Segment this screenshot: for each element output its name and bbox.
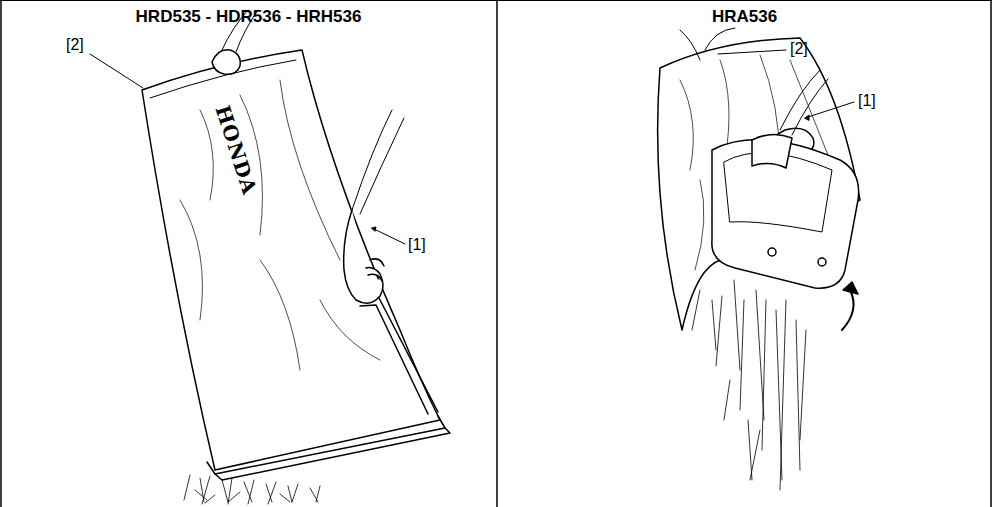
figure-panel: HRA536: [497, 0, 992, 507]
callout-number: [1]: [408, 236, 426, 254]
model-heading: HRD535 - HDR536 - HRH536: [0, 7, 497, 27]
callout-number: [2]: [66, 36, 84, 54]
callout-number: [1]: [858, 92, 876, 110]
model-heading: HRA536: [497, 7, 992, 27]
figure-panel: HRD535 - HDR536 - HRH536: [0, 0, 497, 507]
callout-number: [2]: [790, 40, 808, 58]
